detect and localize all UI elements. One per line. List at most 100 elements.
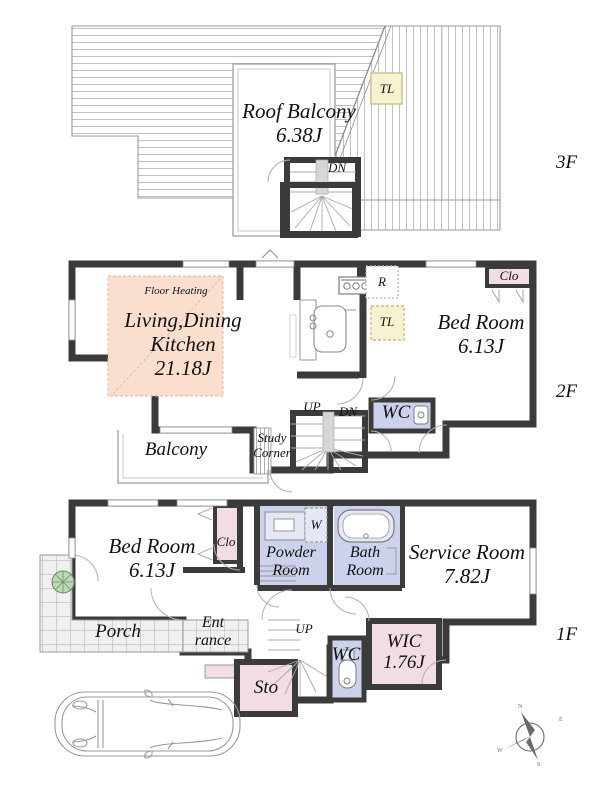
toilet-1f-bowl <box>343 677 351 685</box>
wc-label-1f: WC <box>331 644 361 665</box>
svg-text:N: N <box>518 704 523 710</box>
wc-2f-door-swing-2 <box>370 430 392 452</box>
up-label-2f: UP <box>303 399 321 414</box>
room-name-entrance: Ent <box>201 614 225 631</box>
room-name-bath-room: Bath <box>349 544 381 561</box>
w-label-1f: W <box>310 517 322 532</box>
windows-2f <box>68 260 477 434</box>
svg-text:S: S <box>537 762 540 768</box>
clo-label-2f: Clo <box>499 268 519 283</box>
closet-1f-door-swing <box>196 507 213 561</box>
room-name-porch: Porch <box>95 621 141 642</box>
refrigerator-box <box>365 265 399 299</box>
tl-label-3f: TL <box>379 81 395 96</box>
study-corner-shelf <box>253 427 272 475</box>
svg-text:E: E <box>559 717 563 723</box>
floor-tag-2f: 2F <box>556 381 578 402</box>
tl-label-2f: TL <box>379 314 395 329</box>
sink-tap-icon <box>309 314 317 322</box>
bathtub-drain-icon <box>363 533 369 539</box>
room-name-bedroom-2f: Bed Room <box>437 310 525 334</box>
dn-label-2f: DN <box>338 404 358 419</box>
closet-2f <box>485 265 533 288</box>
floor-heating-label: Floor Heating <box>144 285 208 297</box>
room-name-service-room: Service Room <box>408 540 526 564</box>
stair-door-swing-1f <box>261 589 293 621</box>
bathtub-inner <box>342 513 390 539</box>
washer-space <box>304 507 328 543</box>
floor-heating-diagonal <box>112 277 222 395</box>
floor-tag-1f: 1F <box>556 624 578 645</box>
balcony-2f-inner <box>122 434 263 479</box>
closet-2f-door-swing <box>491 289 524 304</box>
porch-door-swing <box>150 587 184 621</box>
entrance-tiles <box>182 619 249 653</box>
stair-box-3f-lower <box>280 182 358 238</box>
floor-2f-group <box>68 249 537 493</box>
sink-tap-icon-2 <box>309 322 317 330</box>
storage-room <box>234 659 298 717</box>
room-area-wic: 1.76J <box>383 652 425 673</box>
room-name-study-corner: Study <box>257 430 287 445</box>
wc-2f-door-swing <box>370 375 396 401</box>
dn-label-3f: DN <box>327 160 347 175</box>
toilet-2f-bowl <box>417 411 425 419</box>
door-swing-3f <box>267 159 291 183</box>
wic-room <box>366 618 442 690</box>
powder-steps <box>260 565 296 582</box>
wc-1f <box>327 635 367 703</box>
room-area-ldk: 21.18J <box>154 356 212 380</box>
powder-door-swing <box>256 584 280 608</box>
room-name-wic: WIC <box>386 631 422 652</box>
room-name-entrance-2: rance <box>194 632 232 649</box>
floor-heating-zone <box>107 275 224 397</box>
stair-landing-2f <box>322 411 335 453</box>
room-area-bedroom-1f: 6.13J <box>128 558 176 582</box>
wic-door-swing <box>344 596 370 622</box>
room-area-service-room: 7.82J <box>443 564 491 588</box>
room-name-bedroom-1f: Bed Room <box>108 534 196 558</box>
room-name-balcony-2f: Balcony <box>144 439 208 460</box>
hall-door-swing-2f <box>336 377 364 405</box>
bath-shower-icon <box>386 547 397 575</box>
svg-text:W: W <box>497 748 503 754</box>
tl-box-3f <box>370 72 403 105</box>
bath-door-swing <box>329 587 357 615</box>
room-name-roof-balcony: Roof Balcony <box>242 99 356 123</box>
shrub-detail <box>52 571 74 593</box>
basin-bowl-icon <box>273 518 295 532</box>
clo-label-1f: Clo <box>216 534 236 549</box>
bedroom-2f-door-swing <box>418 424 448 454</box>
room-name-ldk-2: Kitchen <box>150 332 216 356</box>
room-name-powder-room-2: Room <box>272 562 310 579</box>
room-name-storage: Sto <box>253 677 279 698</box>
stair-landing-3f <box>315 159 329 195</box>
room-area-bedroom-2f: 6.13J <box>457 334 505 358</box>
r-label-2f: R <box>378 274 386 289</box>
compass-rose-icon: N E S W <box>497 704 563 768</box>
bedroom-1f-door-swing <box>213 543 241 571</box>
service-room-door-swing <box>421 659 447 685</box>
bedroom-1f-window-swing <box>71 554 99 582</box>
balcony-2f-outline <box>117 430 269 484</box>
stair-treads-1f <box>267 619 327 696</box>
room-name-powder-room: Powder <box>266 544 316 561</box>
floor-1f-group: N E S W <box>39 499 563 768</box>
wc-label-2f: WC <box>381 402 411 423</box>
parking-car-icon <box>54 689 241 759</box>
up-label-1f: UP <box>295 621 313 636</box>
room-name-study-corner-2: Corner <box>253 445 291 460</box>
windows-1f <box>68 499 537 595</box>
kitchen-sink <box>313 305 347 353</box>
floor-tag-3f: 3F <box>556 152 578 173</box>
toilet-1f-tank <box>340 649 355 661</box>
floor-3f-group <box>71 24 501 238</box>
vent-mark-2f <box>261 249 279 259</box>
room-area-roof-balcony: 6.38J <box>275 123 323 147</box>
room-name-bath-room-2: Room <box>346 562 384 579</box>
room-name-ldk: Living,Dining <box>124 308 242 332</box>
toilet-2f-icon <box>413 405 429 425</box>
tl-box-2f <box>370 305 405 341</box>
sink-drain-icon <box>326 330 334 338</box>
